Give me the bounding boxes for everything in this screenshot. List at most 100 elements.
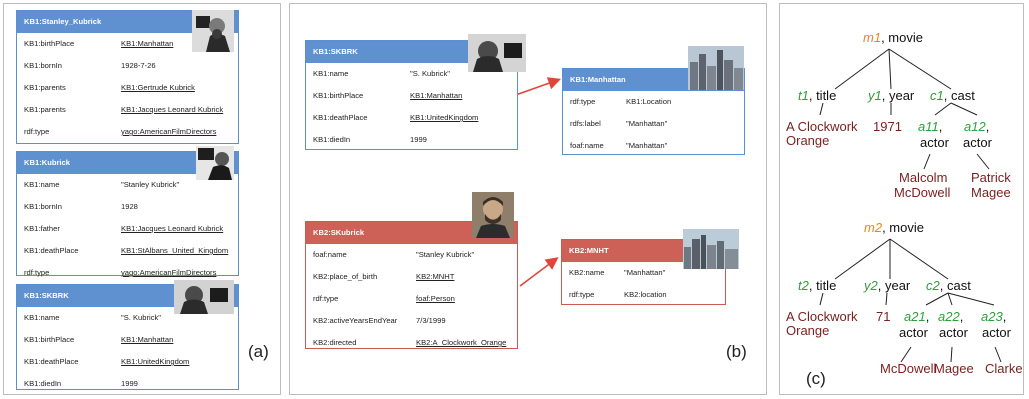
- tree-node-actor: a12,: [964, 119, 989, 134]
- property-value: "Stanley Kubrick": [416, 250, 475, 259]
- property-value[interactable]: KB1:Gertrude Kubrick: [121, 83, 195, 92]
- property-key: KB1:parents: [24, 105, 66, 114]
- kubrick-photo: [468, 34, 526, 72]
- property-key: KB1:birthPlace: [24, 39, 75, 48]
- card-row: KB1:parents KB1:Jacques Leonard Kubrick: [17, 99, 238, 121]
- tree-node-actor: a22,: [938, 309, 963, 324]
- tree-node-cast: c2, cast: [926, 278, 971, 293]
- tree-node-year: y2, year: [863, 278, 911, 293]
- tree-node-title: t1, title: [798, 88, 836, 103]
- card-row: rdf:type KB2:location: [562, 284, 725, 306]
- card-row: KB1:birthPlace KB1:Manhattan: [17, 33, 238, 55]
- kubrick-photo: [192, 10, 234, 52]
- tree-value-title: A Clockwork: [786, 309, 858, 324]
- card-row: rdfs:label "Manhattan": [563, 113, 744, 135]
- tree-value-actor: McDowell: [880, 361, 936, 376]
- card-row: KB2:place_of_birth KB2:MNHT: [306, 266, 517, 288]
- card-title: KB1:SKBRK: [306, 41, 517, 63]
- kubrick-photo: [174, 280, 234, 314]
- property-value[interactable]: KB1:Manhattan: [121, 335, 174, 344]
- tree-node-actor: a21,: [904, 309, 929, 324]
- property-value[interactable]: KB1:Manhattan: [410, 91, 463, 100]
- property-value: "S. Kubrick": [410, 69, 450, 78]
- property-value[interactable]: KB1:Manhattan: [121, 39, 174, 48]
- kubrick-photo: [472, 192, 514, 238]
- card-row: foaf:name"Stanley Kubrick": [306, 244, 517, 266]
- property-value[interactable]: yago:AmericanFilmDirectors: [121, 268, 217, 277]
- tree-value-actor: Magee: [971, 185, 1011, 200]
- card-title: KB1:Kubrick: [17, 152, 238, 174]
- property-value: "Stanley Kubrick": [121, 180, 180, 189]
- card-row: KB1:parents KB1:Gertrude Kubrick: [17, 77, 238, 99]
- card-row: KB1:name"S. Kubrick": [17, 307, 238, 329]
- property-value[interactable]: KB1:UnitedKingdom: [121, 357, 190, 366]
- property-value[interactable]: KB1:Jacques Leonard Kubrick: [121, 105, 224, 114]
- panel-label: (c): [806, 369, 826, 388]
- tree-node-actor-role: actor: [982, 325, 1012, 340]
- property-key: KB1:parents: [24, 83, 66, 92]
- property-value: "Manhattan": [626, 141, 668, 150]
- tree-node-actor-role: actor: [939, 325, 969, 340]
- kubrick-photo: [196, 146, 234, 180]
- property-value: 1928: [121, 202, 138, 211]
- tree-value-year: 1971: [873, 119, 902, 134]
- property-value: 7/3/1999: [416, 316, 446, 325]
- panel-label: (a): [248, 342, 269, 361]
- xml-tree-diagram: m1, movie t1, title y1, year c1, cast A …: [786, 30, 1023, 376]
- tree-node-year: y1, year: [867, 88, 915, 103]
- card-row: KB1:bornIn 1928-7-26: [17, 55, 238, 77]
- property-value: KB2:location: [624, 290, 667, 299]
- property-value[interactable]: KB1:UnitedKingdom: [410, 113, 479, 122]
- entity-card: KB2:SKubrick foaf:name"Stanley Kubrick" …: [305, 221, 518, 349]
- card-title: KB2:SKubrick: [306, 222, 517, 244]
- property-key: KB1:diedIn: [24, 379, 62, 388]
- property-value: KB1:Location: [626, 97, 672, 106]
- property-key: KB1:name: [24, 313, 60, 322]
- property-value: 1928-7-26: [121, 61, 156, 70]
- tree-value-year: 71: [876, 309, 890, 324]
- property-key: KB1:deathPlace: [24, 246, 79, 255]
- card-row: rdf:type yago:AmericanFilmDirectors: [17, 121, 238, 143]
- property-value: "Manhattan": [624, 268, 666, 277]
- property-key: KB1:bornIn: [24, 61, 62, 70]
- tree-node-actor-role: actor: [963, 135, 993, 150]
- property-value[interactable]: KB2:A_Clockwork_Orange: [416, 338, 507, 347]
- property-key: KB1:name: [24, 180, 60, 189]
- property-key: KB1:father: [24, 224, 60, 233]
- card-row: foaf:name"Manhattan": [563, 135, 744, 157]
- tree-value-title: Orange: [786, 133, 829, 148]
- property-value[interactable]: KB1:StAlbans_United_Kingdom: [121, 246, 229, 255]
- tree-edges: [819, 48, 1002, 363]
- property-key: rdf:type: [24, 127, 50, 136]
- tree-value-title: A Clockwork: [786, 119, 858, 134]
- tree-node-actor-role: actor: [920, 135, 950, 150]
- card-row: KB1:name "Stanley Kubrick": [17, 174, 238, 196]
- card-row: KB2:directed KB2:A_Clockwork_Orange: [306, 332, 517, 354]
- property-value[interactable]: KB2:MNHT: [416, 272, 455, 281]
- tree-value-actor: Patrick: [971, 170, 1011, 185]
- property-key: KB2:place_of_birth: [313, 272, 378, 281]
- tree-value-title: Orange: [786, 323, 829, 338]
- property-key: KB2:directed: [313, 338, 357, 347]
- property-value[interactable]: KB1:Jacques Leonard Kubrick: [121, 224, 224, 233]
- tree-node-movie: m2, movie: [864, 220, 924, 235]
- property-key: rdf:type: [569, 290, 595, 299]
- property-value[interactable]: yago:AmericanFilmDirectors: [121, 127, 217, 136]
- property-key: rdfs:label: [570, 119, 601, 128]
- property-key: KB2:name: [569, 268, 605, 277]
- tree-node-actor: a23,: [981, 309, 1006, 324]
- property-key: KB1:diedIn: [313, 135, 351, 144]
- property-key: KB1:name: [313, 69, 349, 78]
- property-value: "Manhattan": [626, 119, 668, 128]
- mapping-arrows: [509, 77, 562, 287]
- property-value[interactable]: foaf:Person: [416, 294, 455, 303]
